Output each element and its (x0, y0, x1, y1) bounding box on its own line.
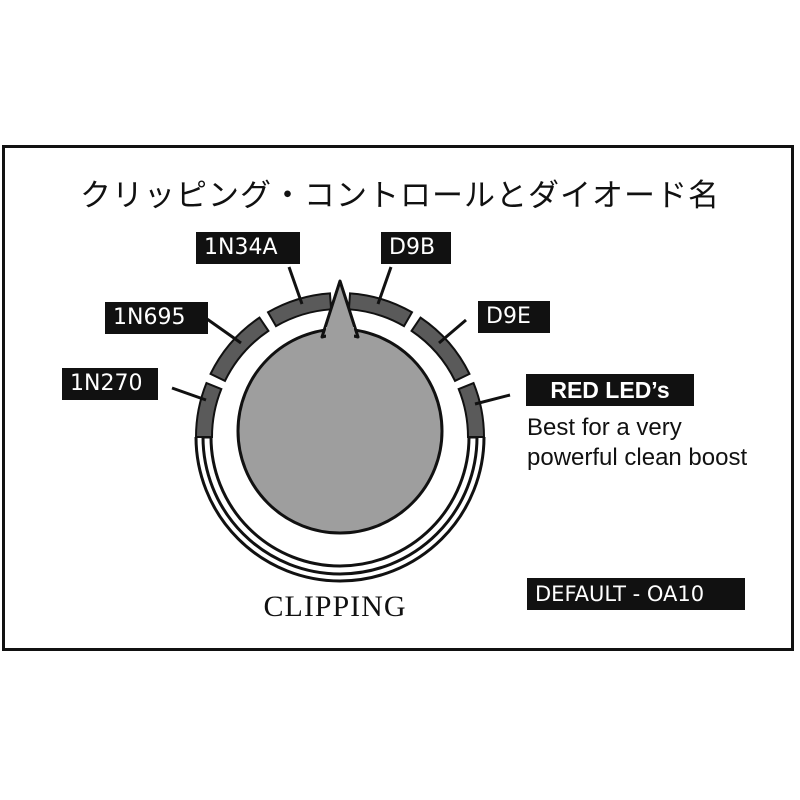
leader-lines (171, 266, 511, 406)
leader-line-5 (438, 318, 467, 345)
position-tag-red-leds: RED LED’s (526, 374, 694, 406)
position-segments (194, 292, 486, 438)
knob-pointer-join (326, 327, 354, 341)
default-range-bracket-outer (194, 436, 486, 583)
red-led-description-line-1: Best for a very (527, 414, 682, 441)
leader-line-6 (474, 393, 511, 406)
leader-line-3 (287, 266, 304, 305)
position-segment-6 (457, 381, 486, 438)
red-led-description-line-2: powerful clean boost (527, 444, 748, 471)
knob-body[interactable] (236, 327, 444, 535)
leader-line-2 (206, 317, 242, 345)
default-tag: DEFAULT - OA10 (527, 578, 745, 610)
leader-line-1 (171, 386, 207, 402)
clipping-label: CLIPPING (263, 590, 407, 623)
position-segment-1 (194, 381, 223, 438)
red-led-description: Best for a very powerful clean boost (527, 413, 747, 473)
position-tag-d9e: D9E (478, 301, 550, 333)
position-tag-1n34a: 1N34A (196, 232, 300, 264)
position-segment-4 (347, 292, 414, 328)
position-tag-1n695: 1N695 (105, 302, 208, 334)
position-segment-5 (410, 316, 471, 383)
position-segment-2 (209, 316, 270, 383)
position-tag-d9b: D9B (381, 232, 451, 264)
diagram-title: クリッピング・コントロールとダイオード名 (80, 178, 720, 214)
position-tag-1n270: 1N270 (62, 368, 158, 400)
leader-line-4 (376, 266, 393, 305)
